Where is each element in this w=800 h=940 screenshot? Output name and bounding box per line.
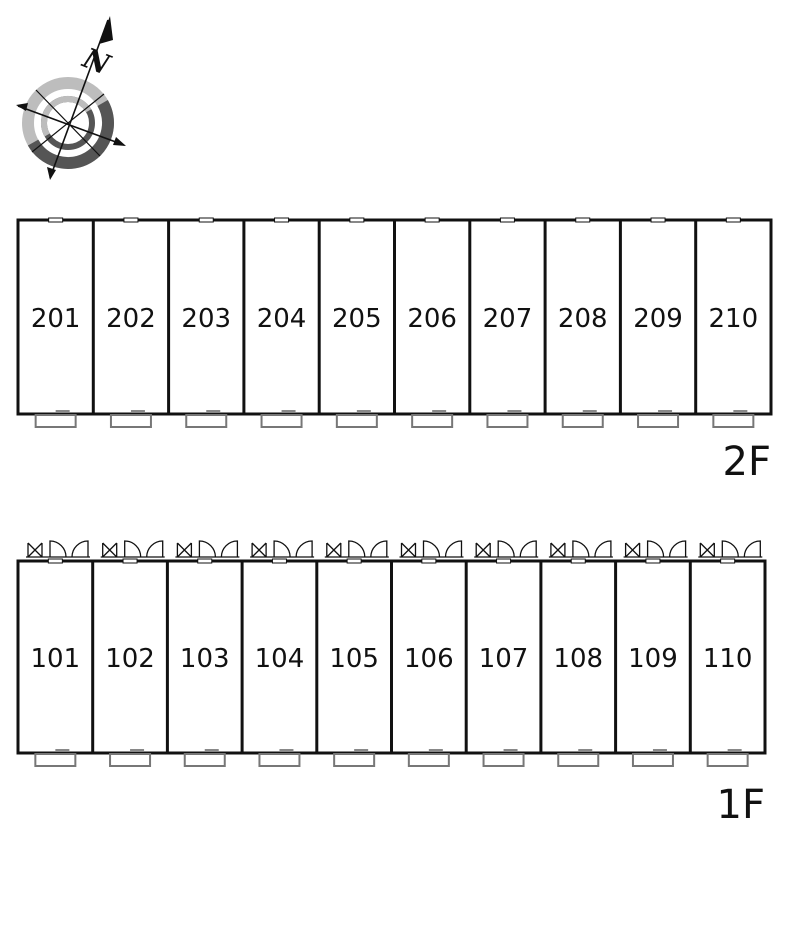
- unit-label: 105: [329, 644, 379, 674]
- balcony: [260, 414, 303, 428]
- entrance-door-icon: [623, 540, 688, 558]
- unit-104: 104: [240, 540, 315, 767]
- unit-label: 202: [106, 304, 156, 334]
- window-mark: [346, 558, 362, 564]
- unit-209: 209: [618, 217, 683, 428]
- unit-label: 108: [553, 644, 603, 674]
- unit-205: 205: [317, 217, 382, 428]
- balcony: [486, 414, 529, 428]
- entrance-door-icon: [548, 540, 613, 558]
- unit-102: 102: [91, 540, 165, 767]
- window-mark: [421, 558, 437, 564]
- balcony: [258, 753, 301, 767]
- window-mark: [274, 217, 290, 223]
- window-mark: [47, 558, 63, 564]
- unit-label: 106: [404, 644, 454, 674]
- unit-204: 204: [242, 217, 307, 428]
- unit-label: 102: [105, 644, 155, 674]
- balcony: [631, 753, 674, 767]
- entrance-door-icon: [175, 540, 240, 558]
- window-mark: [198, 217, 214, 223]
- balcony: [411, 414, 454, 428]
- unit-109: 109: [614, 540, 688, 767]
- balcony: [561, 414, 604, 428]
- window-mark: [349, 217, 365, 223]
- unit-203: 203: [167, 217, 231, 428]
- balcony: [335, 414, 378, 428]
- window-mark: [570, 558, 586, 564]
- entrance-door-icon: [100, 540, 165, 558]
- unit-label: 101: [31, 644, 81, 674]
- unit-108: 108: [539, 540, 613, 767]
- window-mark: [650, 217, 666, 223]
- unit-label: 103: [180, 644, 230, 674]
- entrance-door-icon: [26, 540, 90, 558]
- window-mark: [575, 217, 591, 223]
- balcony: [557, 753, 600, 767]
- window-mark: [725, 217, 741, 223]
- unit-201: 201: [31, 217, 81, 428]
- balcony: [109, 414, 152, 428]
- floor-label: 1F: [717, 782, 765, 828]
- entrance-door-icon: [399, 540, 464, 558]
- unit-208: 208: [543, 217, 608, 428]
- unit-label: 210: [709, 304, 759, 334]
- compass-north-label: N: [77, 41, 115, 82]
- unit-105: 105: [315, 540, 389, 767]
- unit-206: 206: [393, 217, 457, 428]
- unit-202: 202: [91, 217, 156, 428]
- window-mark: [48, 217, 64, 223]
- window-mark: [271, 558, 287, 564]
- balcony: [34, 753, 77, 767]
- unit-label: 209: [633, 304, 683, 334]
- window-mark: [424, 217, 440, 223]
- unit-210: 210: [694, 217, 759, 428]
- unit-label: 203: [181, 304, 231, 334]
- unit-label: 104: [255, 644, 305, 674]
- balcony: [185, 414, 228, 428]
- unit-103: 103: [165, 540, 240, 767]
- window-mark: [123, 217, 139, 223]
- balcony: [333, 753, 376, 767]
- unit-label: 201: [31, 304, 81, 334]
- unit-label: 110: [703, 644, 753, 674]
- window-mark: [197, 558, 213, 564]
- unit-label: 107: [479, 644, 529, 674]
- balcony: [482, 753, 525, 767]
- balcony: [706, 753, 749, 767]
- entrance-door-icon: [250, 540, 315, 558]
- balcony: [34, 414, 77, 428]
- floor-1f: 101 102 103 104 105 106 107 108 109 110 1F: [16, 540, 767, 828]
- balcony: [407, 753, 450, 767]
- entrance-door-icon: [474, 540, 539, 558]
- window-mark: [496, 558, 512, 564]
- unit-label: 208: [558, 304, 608, 334]
- unit-110: 110: [688, 540, 763, 767]
- balcony: [637, 414, 680, 428]
- unit-106: 106: [390, 540, 464, 767]
- balcony: [712, 414, 755, 428]
- balcony: [109, 753, 152, 767]
- unit-label: 206: [407, 304, 457, 334]
- balcony: [183, 753, 226, 767]
- unit-207: 207: [468, 217, 533, 428]
- floor-label: 2F: [723, 439, 771, 485]
- window-mark: [645, 558, 661, 564]
- unit-101: 101: [26, 540, 90, 767]
- entrance-door-icon: [698, 540, 763, 558]
- unit-label: 109: [628, 644, 678, 674]
- entrance-door-icon: [324, 540, 389, 558]
- window-mark: [499, 217, 515, 223]
- unit-label: 204: [257, 304, 307, 334]
- unit-label: 207: [483, 304, 533, 334]
- window-mark: [122, 558, 138, 564]
- window-mark: [720, 558, 736, 564]
- unit-107: 107: [464, 540, 539, 767]
- compass-rose-icon: N: [16, 16, 126, 180]
- unit-label: 205: [332, 304, 382, 334]
- floor-2f: 201 202 203 204 205 206 207 208 209 210 2F: [16, 217, 773, 485]
